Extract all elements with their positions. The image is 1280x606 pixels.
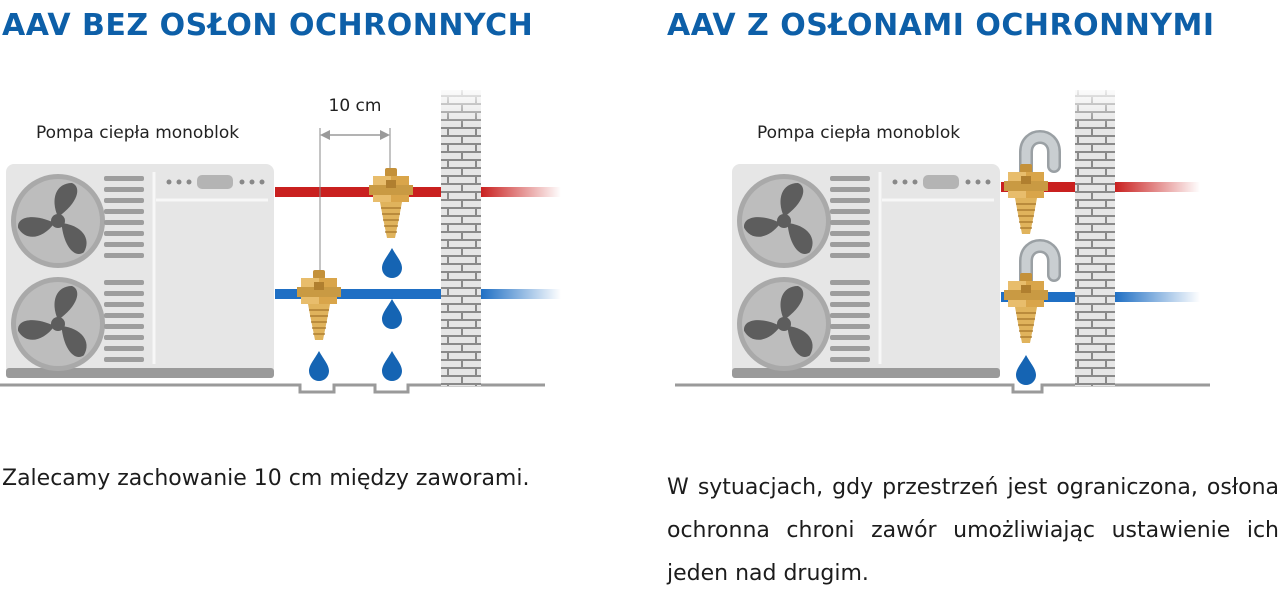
left-ground	[0, 383, 545, 394]
right-water-drops	[1016, 355, 1036, 385]
installation-diagram: Pompa ciepła monoblok 10 cm Pompa ciepła…	[0, 90, 1210, 394]
left-caption: Zalecamy zachowanie 10 cm między zaworam…	[2, 466, 530, 491]
right-upper-valve	[1003, 137, 1054, 235]
left-hot-pipe	[275, 187, 561, 197]
left-heat-pump	[6, 164, 274, 378]
left-dimension	[319, 128, 391, 280]
right-heat-pump	[732, 164, 1000, 378]
right-wall	[1075, 90, 1115, 386]
left-dimension-label: 10 cm	[329, 96, 382, 116]
left-wall	[441, 90, 481, 386]
left-panel-title: AAV BEZ OSŁON OCHRONNYCH	[2, 8, 534, 43]
right-caption: W sytuacjach, gdy przestrzeń jest ograni…	[667, 475, 1279, 586]
right-panel-title: AAV Z OSŁONAMI OCHRONNYMI	[667, 8, 1215, 43]
right-unit-label: Pompa ciepła monoblok	[757, 123, 960, 143]
right-ground	[675, 383, 1210, 394]
left-upper-valve	[368, 167, 414, 239]
left-unit-label: Pompa ciepła monoblok	[36, 123, 239, 143]
right-lower-valve	[1003, 246, 1054, 344]
left-cold-pipe	[275, 289, 561, 299]
left-lower-valve	[296, 269, 342, 341]
